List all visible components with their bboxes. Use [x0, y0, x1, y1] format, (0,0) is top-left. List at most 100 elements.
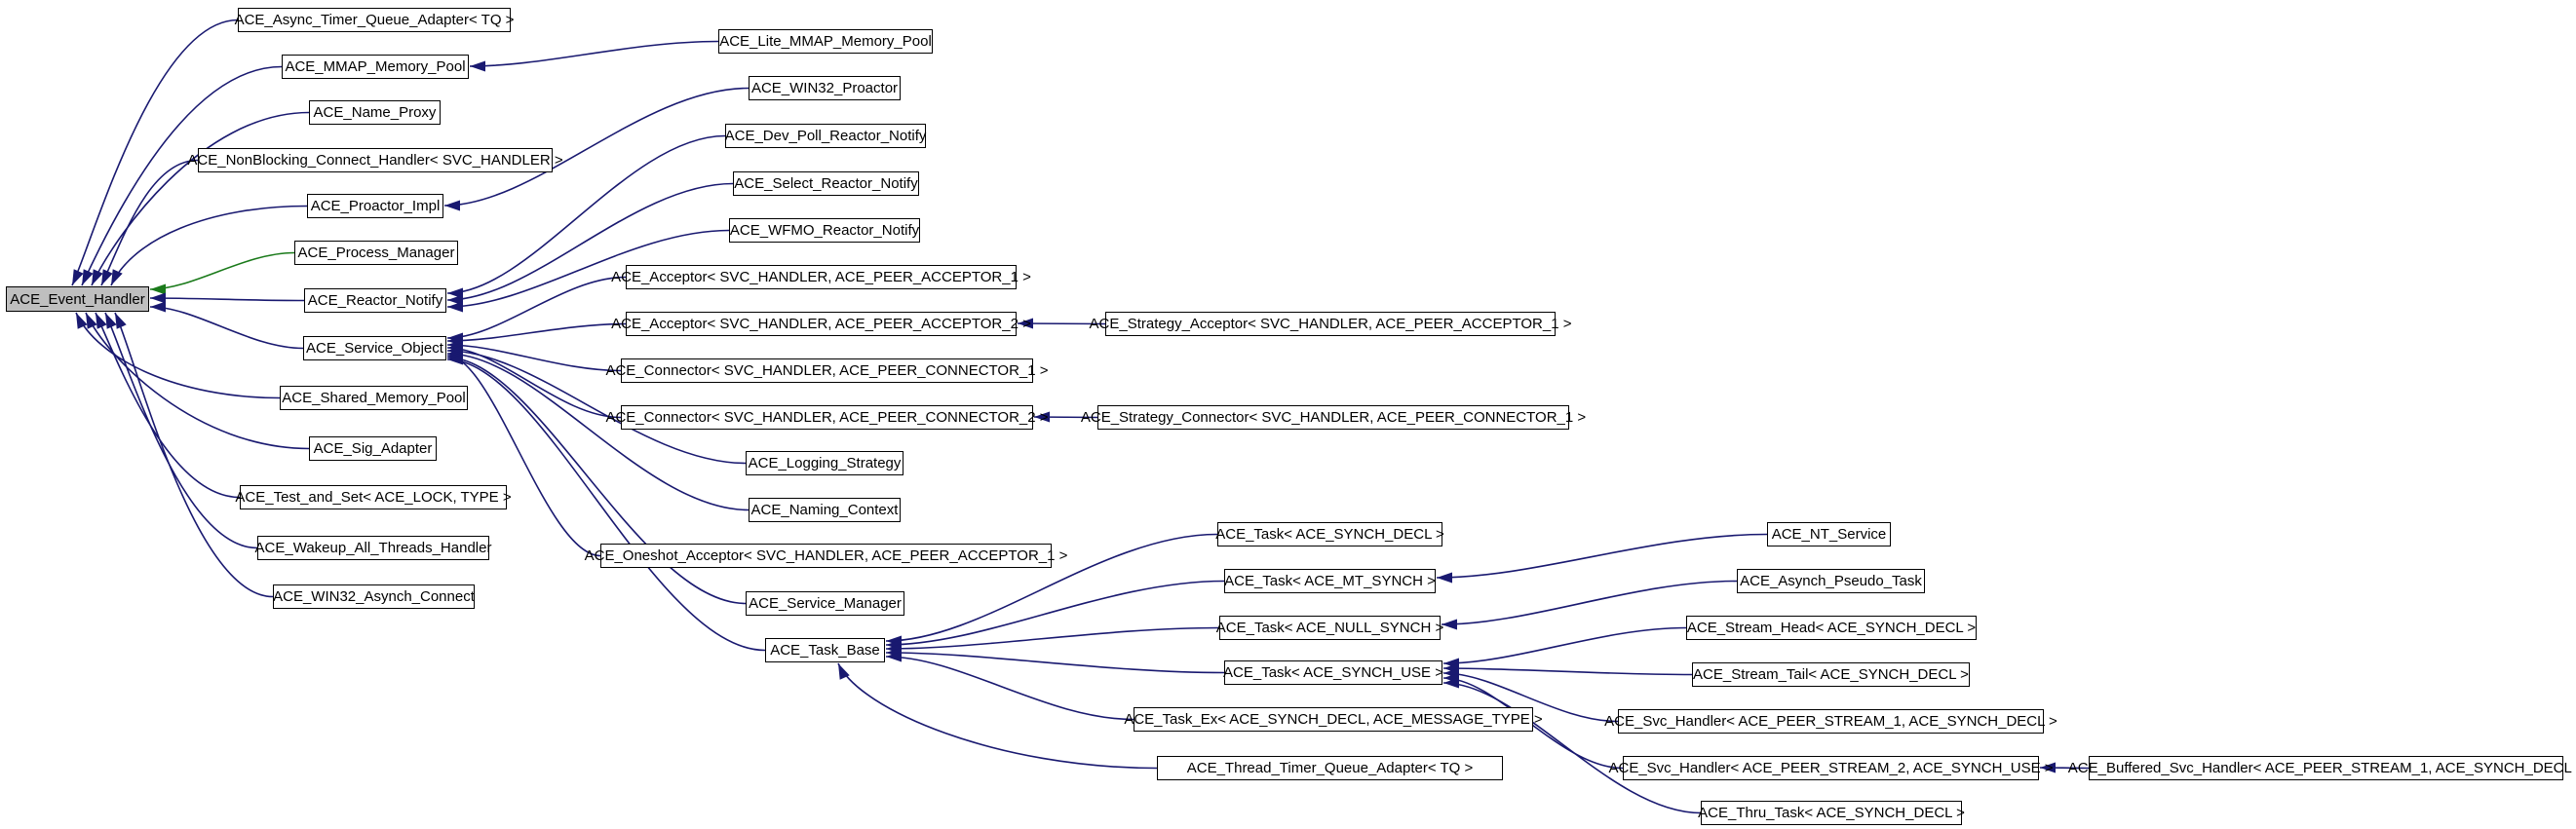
class-node-wfmo[interactable]: ACE_WFMO_Reactor_Notify [729, 218, 920, 243]
inheritance-edge-stream_tail-to-task_use [1442, 667, 1693, 676]
inheritance-edge-stream_head-to-task_use [1442, 626, 1687, 664]
class-node-acceptor2[interactable]: ACE_Acceptor< SVC_HANDLER, ACE_PEER_ACCE… [611, 312, 1031, 336]
class-node-acceptor1[interactable]: ACE_Acceptor< SVC_HANDLER, ACE_PEER_ACCE… [611, 265, 1031, 289]
class-node-service_manager[interactable]: ACE_Service_Manager [746, 591, 904, 616]
arrowhead-process_mgr-to-eh [150, 283, 166, 295]
class-node-thru[interactable]: ACE_Thru_Task< ACE_SYNCH_DECL > [1698, 801, 1965, 825]
class-node-task_use[interactable]: ACE_Task< ACE_SYNCH_USE > [1223, 660, 1443, 685]
class-node-naming[interactable]: ACE_Naming_Context [749, 498, 901, 522]
class-node-connector2[interactable]: ACE_Connector< SVC_HANDLER, ACE_PEER_CON… [605, 405, 1049, 430]
arrowhead-service_object-to-eh [150, 301, 166, 313]
class-node-win32_asynch[interactable]: ACE_WIN32_Asynch_Connect [273, 584, 475, 609]
class-node-sig_adapter[interactable]: ACE_Sig_Adapter [309, 436, 437, 461]
class-node-thread_timer[interactable]: ACE_Thread_Timer_Queue_Adapter< TQ > [1157, 756, 1503, 780]
arrowhead-test_and_set-to-eh [96, 313, 107, 329]
class-node-reactor_notify[interactable]: ACE_Reactor_Notify [304, 288, 446, 313]
class-node-wakeup[interactable]: ACE_Wakeup_All_Threads_Handler [255, 536, 491, 560]
inheritance-edge-task_null-to-task_base [885, 626, 1220, 650]
inheritance-edge-naming-to-service_object [446, 353, 750, 511]
arrowhead-nonblock-to-eh [101, 269, 113, 285]
inheritance-edge-nonblock-to-eh [100, 159, 199, 286]
inheritance-edge-thru-to-task_use [1442, 682, 1702, 814]
inheritance-edge-connector1-to-service_object [446, 344, 622, 372]
arrowhead-lite-to-mmap [470, 60, 485, 72]
inheritance-edge-name_proxy-to-eh [91, 111, 310, 286]
inheritance-edge-sig_adapter-to-eh [85, 312, 310, 450]
class-node-oneshot[interactable]: ACE_Oneshot_Acceptor< SVC_HANDLER, ACE_P… [585, 544, 1067, 568]
class-node-task_mt[interactable]: ACE_Task< ACE_MT_SYNCH > [1224, 569, 1436, 593]
class-node-buffered[interactable]: ACE_Buffered_Svc_Handler< ACE_PEER_STREA… [2068, 756, 2576, 780]
inheritance-edge-win32_asynch-to-eh [114, 312, 274, 598]
class-node-connector1[interactable]: ACE_Connector< SVC_HANDLER, ACE_PEER_CON… [605, 358, 1049, 383]
class-node-proactor_impl[interactable]: ACE_Proactor_Impl [307, 194, 443, 218]
class-node-task_decl[interactable]: ACE_Task< ACE_SYNCH_DECL > [1215, 522, 1444, 546]
inheritance-edge-thread_timer-to-task_base [837, 662, 1158, 770]
class-node-eh[interactable]: ACE_Event_Handler [6, 286, 149, 312]
inheritance-edge-wfmo-to-reactor_notify [446, 229, 730, 308]
arrowhead-thread_timer-to-task_base [838, 663, 850, 680]
inheritance-edge-service_manager-to-service_object [446, 357, 747, 605]
class-node-strategy_acceptor[interactable]: ACE_Strategy_Acceptor< SVC_HANDLER, ACE_… [1090, 312, 1571, 336]
inheritance-edge-connector2-to-service_object [446, 347, 622, 419]
inheritance-edge-logging-to-service_object [446, 350, 747, 465]
arrowhead-asynch_pseudo-to-task_null [1442, 619, 1457, 630]
class-node-process_mgr[interactable]: ACE_Process_Manager [294, 241, 458, 265]
inheritance-edge-reactor_notify-to-eh [149, 297, 305, 302]
inheritance-edge-asynch_pseudo-to-task_null [1441, 580, 1738, 625]
class-node-name_proxy[interactable]: ACE_Name_Proxy [309, 100, 441, 125]
inheritance-edge-task_ex-to-task_base [885, 656, 1134, 721]
arrowhead-win32_proactor-to-proactor_impl [444, 200, 460, 211]
inheritance-edge-svc1-to-task_use [1442, 672, 1619, 723]
inheritance-edge-acceptor1-to-service_object [446, 276, 627, 339]
arrowhead-task_base-to-service_object [447, 354, 463, 365]
inheritance-edge-win32_proactor-to-proactor_impl [443, 87, 750, 207]
class-node-task_null[interactable]: ACE_Task< ACE_NULL_SYNCH > [1216, 616, 1443, 640]
inheritance-edge-nt_service-to-task_mt [1436, 533, 1768, 579]
arrowhead-strategy_connector-to-connector2 [1034, 411, 1050, 423]
class-node-svc1[interactable]: ACE_Svc_Handler< ACE_PEER_STREAM_1, ACE_… [1604, 709, 2057, 734]
class-node-task_ex[interactable]: ACE_Task_Ex< ACE_SYNCH_DECL, ACE_MESSAGE… [1124, 707, 1543, 732]
arrowhead-buffered-to-svc2 [2040, 762, 2056, 773]
class-node-logging[interactable]: ACE_Logging_Strategy [746, 451, 904, 475]
class-node-stream_head[interactable]: ACE_Stream_Head< ACE_SYNCH_DECL > [1686, 616, 1977, 640]
class-node-win32_proactor[interactable]: ACE_WIN32_Proactor [749, 76, 901, 100]
arrowhead-task_ex-to-task_base [886, 651, 902, 662]
arrowhead-thru-to-task_use [1443, 677, 1459, 689]
class-node-task_base[interactable]: ACE_Task_Base [765, 638, 885, 662]
inheritance-edge-task_base-to-service_object [446, 358, 766, 652]
arrowhead-wfmo-to-reactor_notify [447, 301, 463, 313]
inheritance-edge-shared_pool-to-eh [75, 312, 281, 399]
class-node-nonblock[interactable]: ACE_NonBlocking_Connect_Handler< SVC_HAN… [187, 148, 563, 172]
inheritance-edge-oneshot-to-service_object [446, 355, 601, 557]
class-node-lite[interactable]: ACE_Lite_MMAP_Memory_Pool [718, 29, 933, 54]
class-node-service_object[interactable]: ACE_Service_Object [303, 336, 446, 360]
class-node-select_notify[interactable]: ACE_Select_Reactor_Notify [733, 171, 919, 196]
arrowhead-select_notify-to-reactor_notify [447, 294, 463, 306]
arrowhead-dev_poll-to-reactor_notify [447, 287, 463, 299]
class-node-mmap[interactable]: ACE_MMAP_Memory_Pool [282, 55, 469, 79]
arrowhead-mmap-to-eh [82, 269, 94, 285]
class-node-async[interactable]: ACE_Async_Timer_Queue_Adapter< TQ > [235, 8, 514, 32]
class-node-test_and_set[interactable]: ACE_Test_and_Set< ACE_LOCK, TYPE > [235, 485, 512, 509]
inheritance-edge-proactor_impl-to-eh [110, 205, 308, 286]
class-node-svc2[interactable]: ACE_Svc_Handler< ACE_PEER_STREAM_2, ACE_… [1608, 756, 2054, 780]
arrowhead-name_proxy-to-eh [92, 269, 103, 285]
class-node-dev_poll[interactable]: ACE_Dev_Poll_Reactor_Notify [725, 124, 926, 148]
inheritance-edge-select_notify-to-reactor_notify [446, 182, 734, 301]
class-node-strategy_connector[interactable]: ACE_Strategy_Connector< SVC_HANDLER, ACE… [1081, 405, 1586, 430]
class-node-nt_service[interactable]: ACE_NT_Service [1767, 522, 1891, 546]
inheritance-edge-wakeup-to-eh [104, 312, 258, 549]
arrowhead-proactor_impl-to-eh [111, 269, 123, 285]
class-node-shared_pool[interactable]: ACE_Shared_Memory_Pool [280, 386, 468, 410]
arrowhead-nt_service-to-task_mt [1437, 572, 1452, 584]
arrowhead-strategy_acceptor-to-acceptor2 [1018, 318, 1033, 329]
inheritance-edge-process_mgr-to-eh [149, 251, 295, 290]
arrowhead-win32_asynch-to-eh [115, 313, 127, 329]
arrowhead-shared_pool-to-eh [76, 313, 88, 329]
class-node-stream_tail[interactable]: ACE_Stream_Tail< ACE_SYNCH_DECL > [1692, 662, 1970, 687]
inheritance-edge-mmap-to-eh [81, 65, 283, 286]
inheritance-edge-service_object-to-eh [149, 306, 304, 350]
inheritance-edge-task_decl-to-task_base [885, 533, 1218, 642]
class-node-asynch_pseudo[interactable]: ACE_Asynch_Pseudo_Task [1737, 569, 1925, 593]
inheritance-edge-task_mt-to-task_base [885, 580, 1225, 646]
